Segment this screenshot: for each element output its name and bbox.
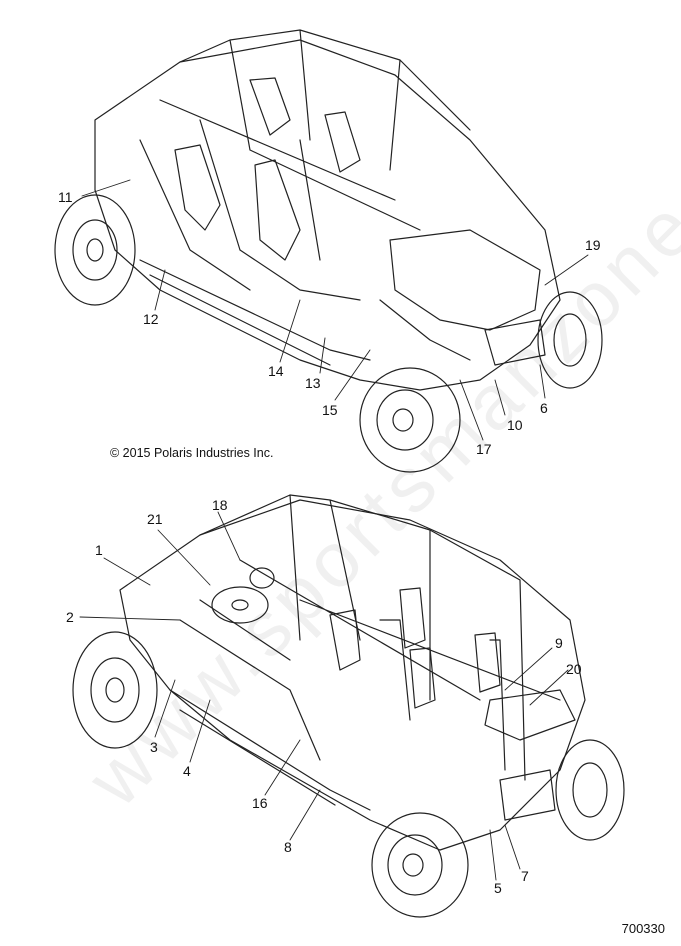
top-seat-rear: [249, 77, 291, 136]
callout-9: 9: [555, 635, 563, 651]
top-hood: [389, 229, 541, 331]
figure-number: 700330: [621, 921, 665, 936]
top-rocker: [139, 259, 371, 366]
bottom-wheel-front-right: [555, 739, 625, 841]
callout-14: 14: [268, 363, 284, 379]
top-seat-rear-2: [324, 111, 361, 173]
bottom-rocker: [169, 689, 371, 811]
bottom-cargo-bed: [484, 689, 576, 741]
top-wheel-rear: [54, 194, 136, 306]
bottom-seat-1: [329, 609, 361, 671]
bottom-steering-wheel: [211, 567, 275, 624]
callout-13: 13: [305, 375, 321, 391]
callout-10: 10: [507, 417, 523, 433]
bottom-grille: [499, 769, 556, 821]
top-seat-front-2: [174, 144, 221, 231]
callout-11: 11: [58, 189, 73, 205]
callout-17: 17: [476, 441, 492, 457]
top-wheel-front-left: [359, 367, 461, 473]
callout-12: 12: [143, 311, 159, 327]
callout-1: 1: [95, 542, 103, 558]
callout-4: 4: [183, 763, 191, 779]
callout-8: 8: [284, 839, 292, 855]
callout-6: 6: [540, 400, 548, 416]
top-body-outline: [94, 39, 561, 391]
callout-7: 7: [521, 868, 529, 884]
bottom-wheel-front-left: [371, 812, 469, 918]
top-roll-cage: [159, 29, 471, 261]
callout-2: 2: [66, 609, 74, 625]
bottom-seat-4: [474, 632, 501, 693]
bottom-leader-lines: [79, 511, 569, 881]
copyright-notice: © 2015 Polaris Industries Inc.: [110, 446, 274, 460]
bottom-wheel-rear: [72, 631, 158, 749]
callout-21: 21: [147, 511, 163, 527]
callout-3: 3: [150, 739, 158, 755]
bottom-roll-cage: [199, 494, 561, 781]
top-seat-front: [254, 159, 301, 261]
callout-15: 15: [322, 402, 338, 418]
bottom-body-outline: [119, 499, 586, 851]
callout-5: 5: [494, 880, 502, 896]
callout-20: 20: [566, 661, 582, 677]
bottom-vehicle-illustration: [72, 494, 625, 918]
top-vehicle-illustration: [54, 29, 603, 473]
callout-16: 16: [252, 795, 268, 811]
top-leader-lines: [81, 179, 589, 441]
callout-19: 19: [585, 237, 601, 253]
top-grille: [484, 319, 546, 366]
bottom-seat-2: [399, 587, 426, 649]
callout-18: 18: [212, 497, 228, 513]
top-wheel-front-right: [537, 291, 603, 389]
bottom-seat-3: [409, 647, 436, 709]
